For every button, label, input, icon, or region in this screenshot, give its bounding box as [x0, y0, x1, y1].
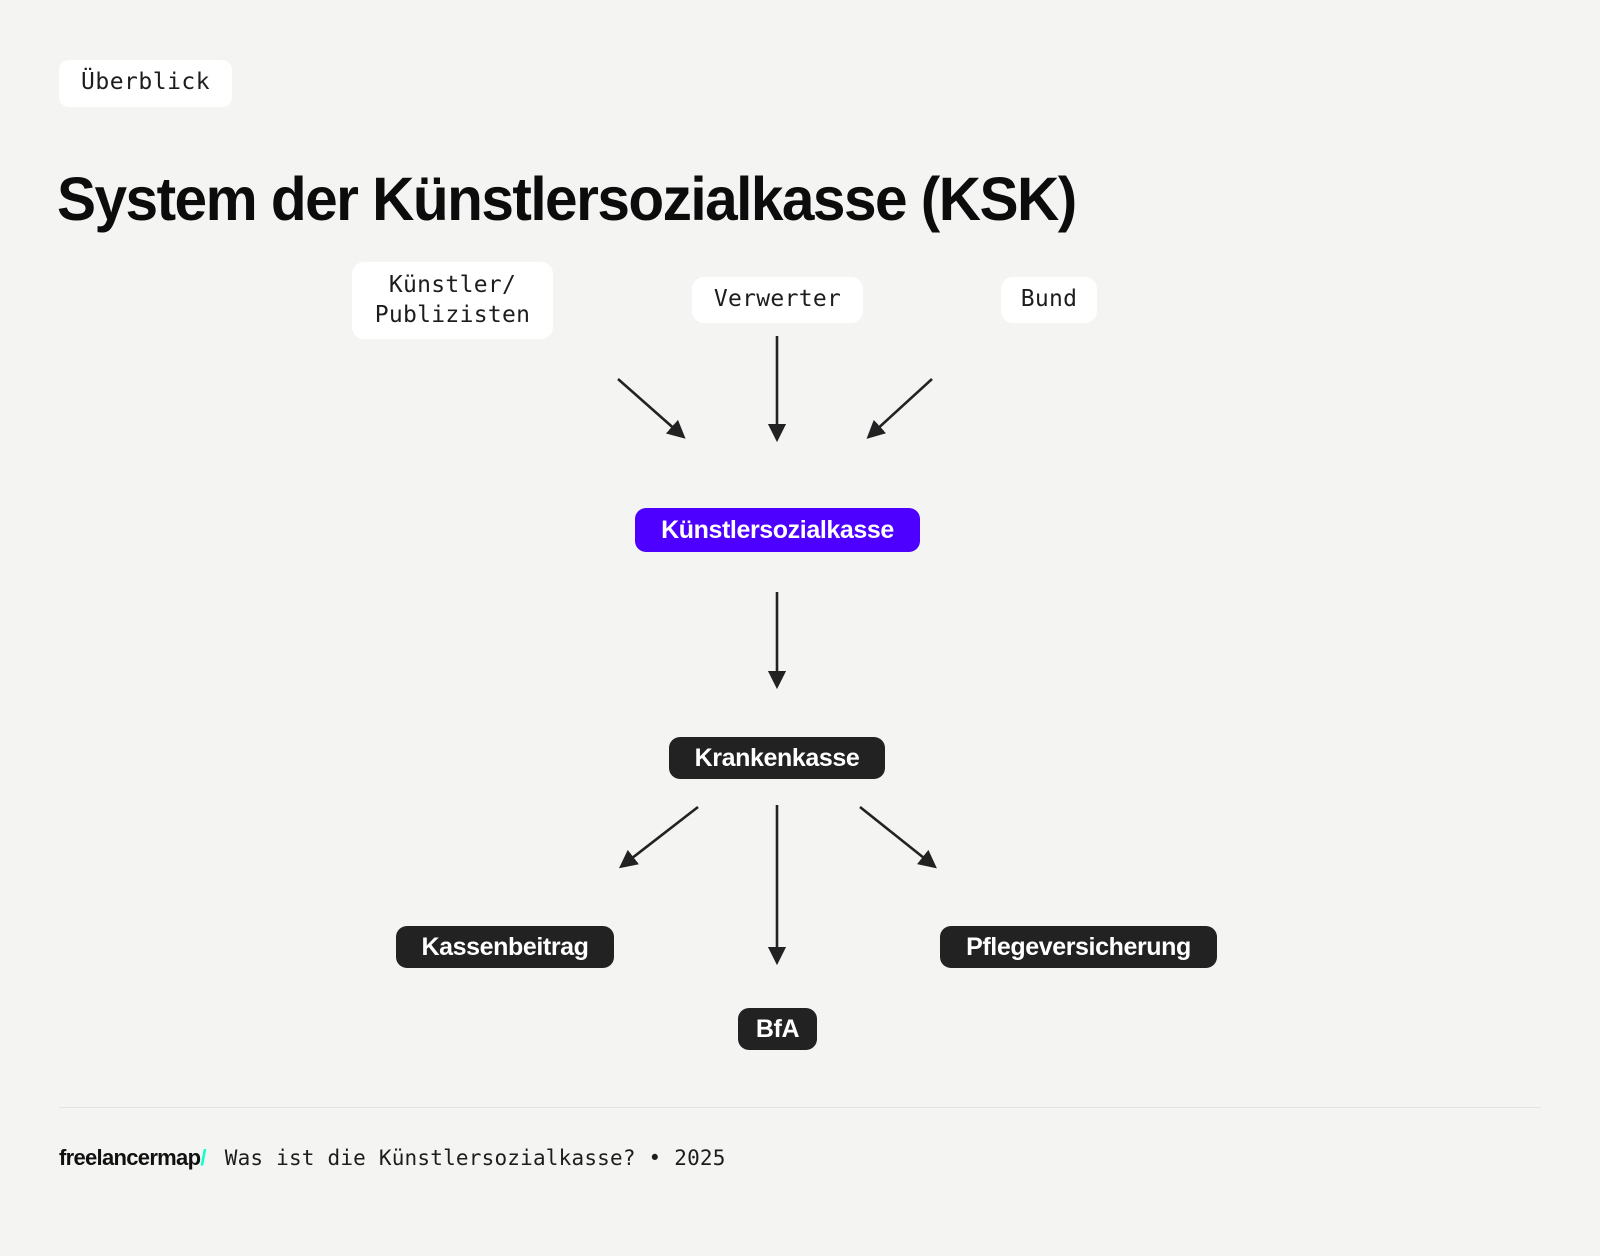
page-title: System der Künstlersozialkasse (KSK): [57, 164, 1077, 233]
brand-slash-icon: /: [200, 1145, 206, 1170]
overview-badge: Überblick: [59, 60, 233, 107]
footer-meta: Was ist die Künstlersozialkasse? • 2025: [224, 1146, 726, 1170]
edge-kuenstler-to-ksk: [617, 378, 686, 439]
brand-name: freelancermap: [59, 1145, 201, 1170]
node-bund[interactable]: Bund: [1001, 277, 1097, 323]
edge-bund-to-ksk: [866, 378, 933, 439]
node-bfa[interactable]: BfA: [738, 1008, 817, 1050]
footer: freelancermap / Was ist die Künstlersozi…: [59, 1145, 726, 1171]
node-kassenbeitrag[interactable]: Kassenbeitrag: [396, 926, 614, 968]
footer-divider: [59, 1107, 1541, 1108]
ksk-flow-diagram: Künstler/ Publizisten Verwerter Bund Kün…: [352, 262, 1217, 1050]
node-kuenstler-publizisten[interactable]: Künstler/ Publizisten: [352, 262, 553, 339]
edge-krankenkasse-to-pflegeversicherung: [859, 805, 937, 869]
node-krankenkasse[interactable]: Krankenkasse: [669, 737, 885, 779]
edge-krankenkasse-to-kassenbeitrag: [618, 805, 699, 869]
node-kuenstlersozialkasse[interactable]: Künstlersozialkasse: [635, 508, 920, 552]
node-pflegeversicherung[interactable]: Pflegeversicherung: [940, 926, 1217, 968]
node-verwerter[interactable]: Verwerter: [692, 277, 863, 323]
